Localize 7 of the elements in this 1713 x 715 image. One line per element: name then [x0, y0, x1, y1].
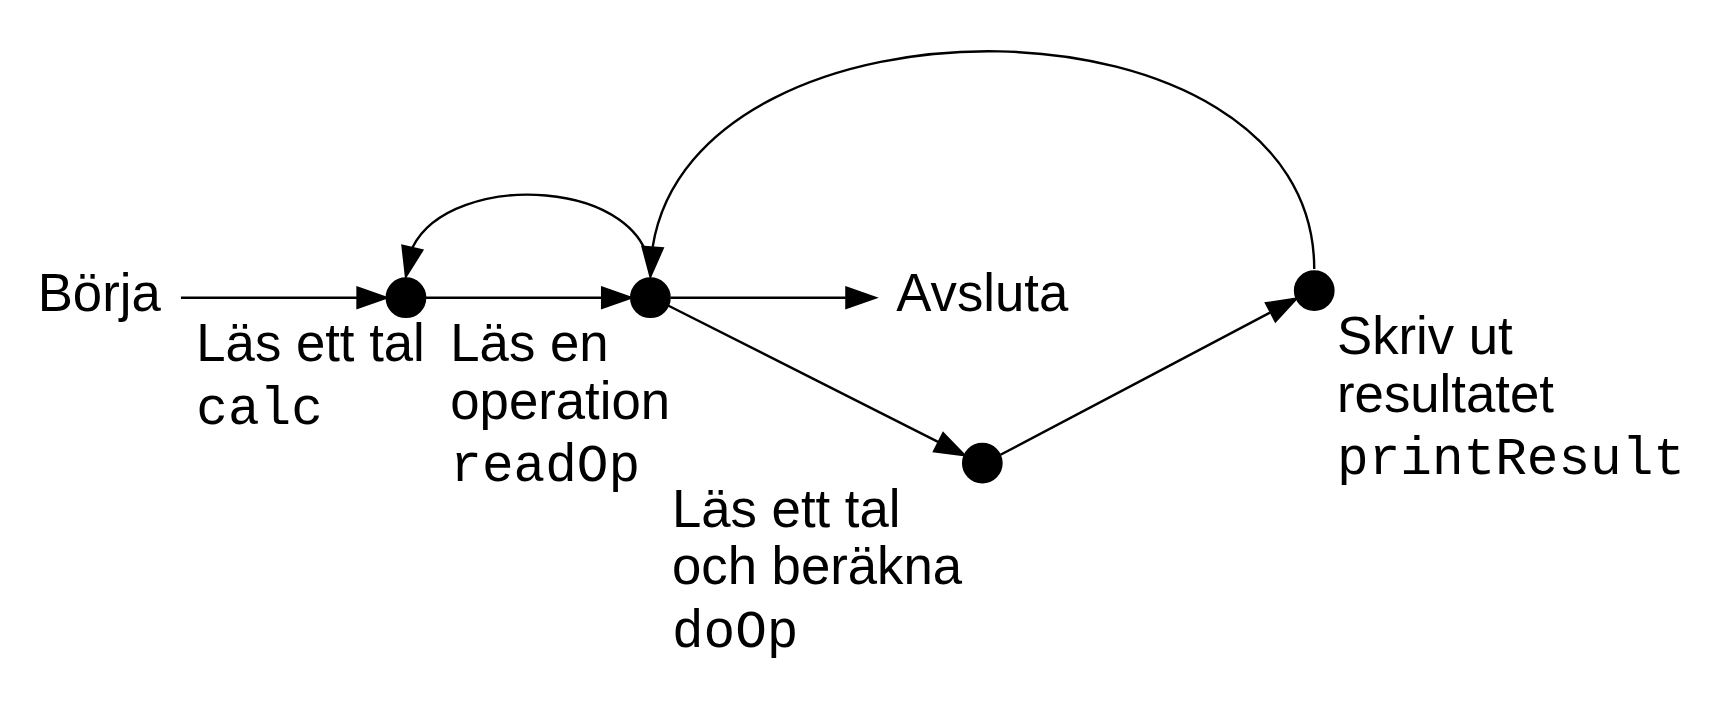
node-label: Läs ett tal — [196, 313, 425, 373]
node-label: printResult — [1337, 430, 1686, 491]
node-text: Avsluta — [896, 263, 1069, 323]
node-label: doOp — [671, 602, 799, 663]
node-label: calc — [196, 379, 323, 440]
node-label: readOp — [450, 437, 641, 498]
node-text: Börja — [37, 263, 161, 323]
